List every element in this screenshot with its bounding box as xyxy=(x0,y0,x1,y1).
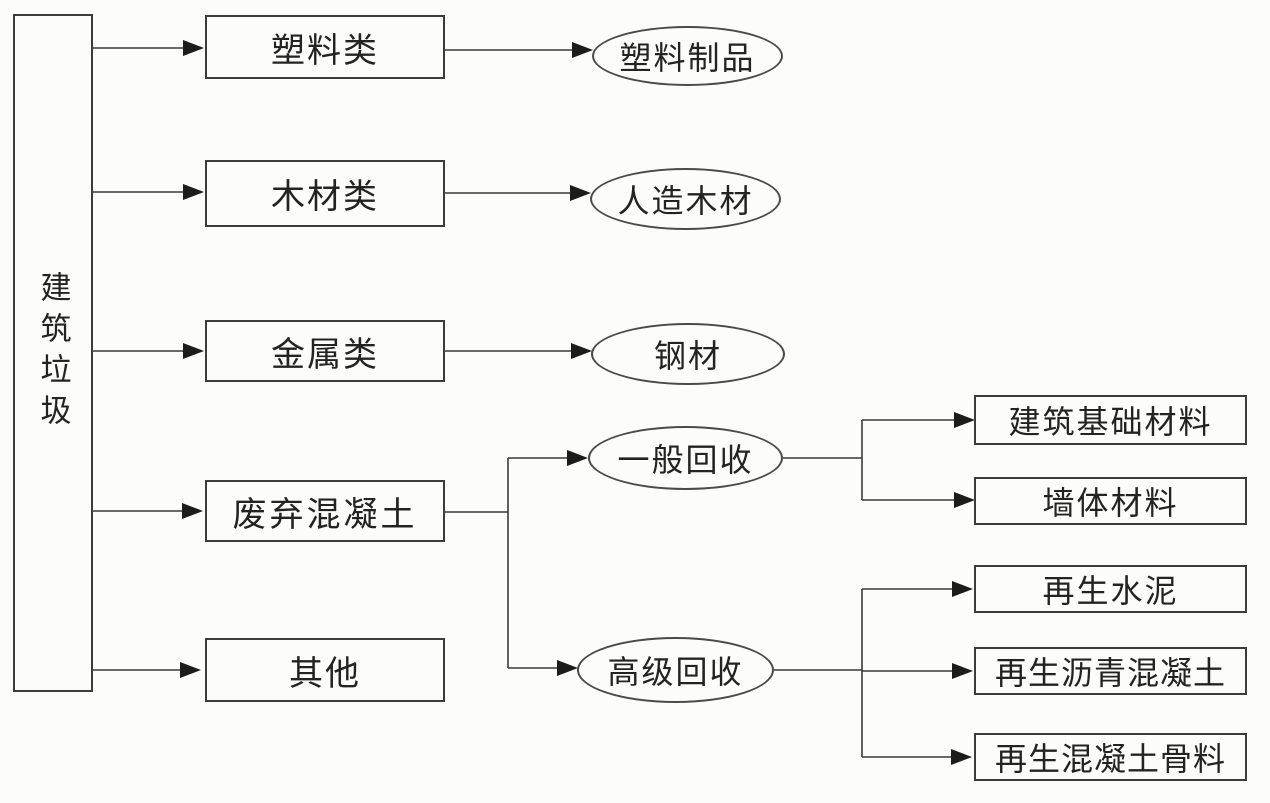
node-wall-material: 墙体材料 xyxy=(974,477,1247,525)
edge-plastic-to-product xyxy=(445,42,593,58)
node-foundation-material: 建筑基础材料 xyxy=(974,395,1247,445)
node-other-category: 其他 xyxy=(205,638,445,702)
node-construction-waste-label: 建筑垃圾 xyxy=(35,271,71,435)
edge-advanced-split xyxy=(774,581,973,765)
node-other-category-label: 其他 xyxy=(289,655,361,693)
node-wood-category: 木材类 xyxy=(205,160,445,227)
node-recycled-asphalt-concrete: 再生沥青混凝土 xyxy=(974,647,1247,695)
node-general-recycling-label: 一般回收 xyxy=(617,442,754,478)
node-advanced-recycling: 高级回收 xyxy=(577,637,774,703)
edge-root-to-wood xyxy=(93,184,204,200)
node-recycled-concrete-aggregate: 再生混凝土骨料 xyxy=(974,733,1247,781)
edge-wood-to-artificial xyxy=(445,185,591,201)
node-recycled-cement-label: 再生水泥 xyxy=(1042,573,1179,609)
node-metal-category: 金属类 xyxy=(205,320,445,382)
node-construction-waste: 建筑垃圾 xyxy=(13,14,93,692)
node-plastic-category: 塑料类 xyxy=(205,15,445,79)
node-general-recycling: 一般回收 xyxy=(588,426,783,490)
node-recycled-cement: 再生水泥 xyxy=(974,565,1247,613)
node-metal-category-label: 金属类 xyxy=(271,336,379,374)
node-wall-material-label: 墙体材料 xyxy=(1042,485,1179,521)
node-steel-label: 钢材 xyxy=(653,338,722,374)
node-steel: 钢材 xyxy=(591,323,785,385)
edge-root-to-other xyxy=(93,662,201,678)
node-artificial-wood: 人造木材 xyxy=(590,168,781,230)
node-plastic-products: 塑料制品 xyxy=(592,26,783,86)
edge-general-split xyxy=(783,412,975,508)
node-waste-concrete-label: 废弃混凝土 xyxy=(232,496,418,534)
edge-metal-to-steel xyxy=(445,343,592,359)
edge-root-to-plastic xyxy=(93,40,204,56)
edge-root-to-metal xyxy=(93,343,204,359)
node-wood-category-label: 木材类 xyxy=(271,179,379,216)
node-plastic-category-label: 塑料类 xyxy=(271,32,379,70)
node-artificial-wood-label: 人造木材 xyxy=(617,183,754,219)
node-foundation-material-label: 建筑基础材料 xyxy=(1008,404,1213,440)
node-advanced-recycling-label: 高级回收 xyxy=(607,654,744,690)
node-recycled-asphalt-label: 再生沥青混凝土 xyxy=(994,655,1226,691)
node-recycled-aggregate-label: 再生混凝土骨料 xyxy=(994,741,1226,777)
edge-root-to-concrete xyxy=(93,503,203,519)
node-plastic-products-label: 塑料制品 xyxy=(619,40,756,76)
edge-concrete-split xyxy=(445,450,588,676)
node-waste-concrete-category: 废弃混凝土 xyxy=(205,480,445,542)
